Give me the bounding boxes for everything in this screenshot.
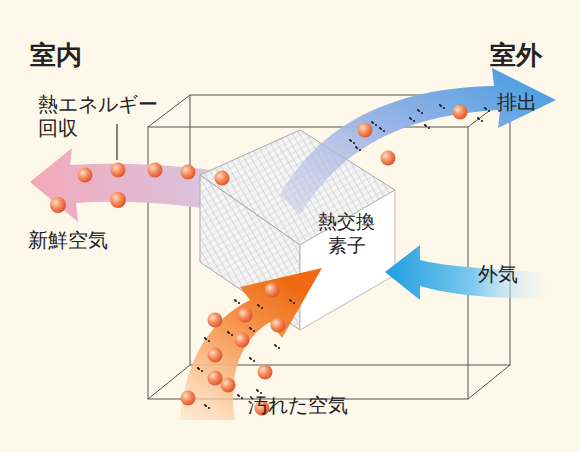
outside-air-arrow bbox=[385, 245, 560, 300]
leader-line bbox=[116, 124, 117, 160]
label: 熱エネルギー 回収 bbox=[38, 92, 168, 140]
label: 室外 bbox=[490, 40, 542, 71]
label: 新鮮空気 bbox=[28, 228, 108, 252]
label: 汚れた空気 bbox=[248, 393, 348, 417]
dirt-particles bbox=[197, 104, 490, 409]
label: 排出 bbox=[497, 90, 537, 114]
label: 外気 bbox=[478, 262, 518, 286]
element-face: 熱交換 素子 bbox=[314, 207, 381, 261]
node-text: 熱交換 素子 bbox=[317, 210, 378, 258]
label: 室内 bbox=[30, 40, 82, 71]
heat-particles bbox=[50, 105, 468, 416]
exhaust-arrow bbox=[280, 68, 556, 215]
